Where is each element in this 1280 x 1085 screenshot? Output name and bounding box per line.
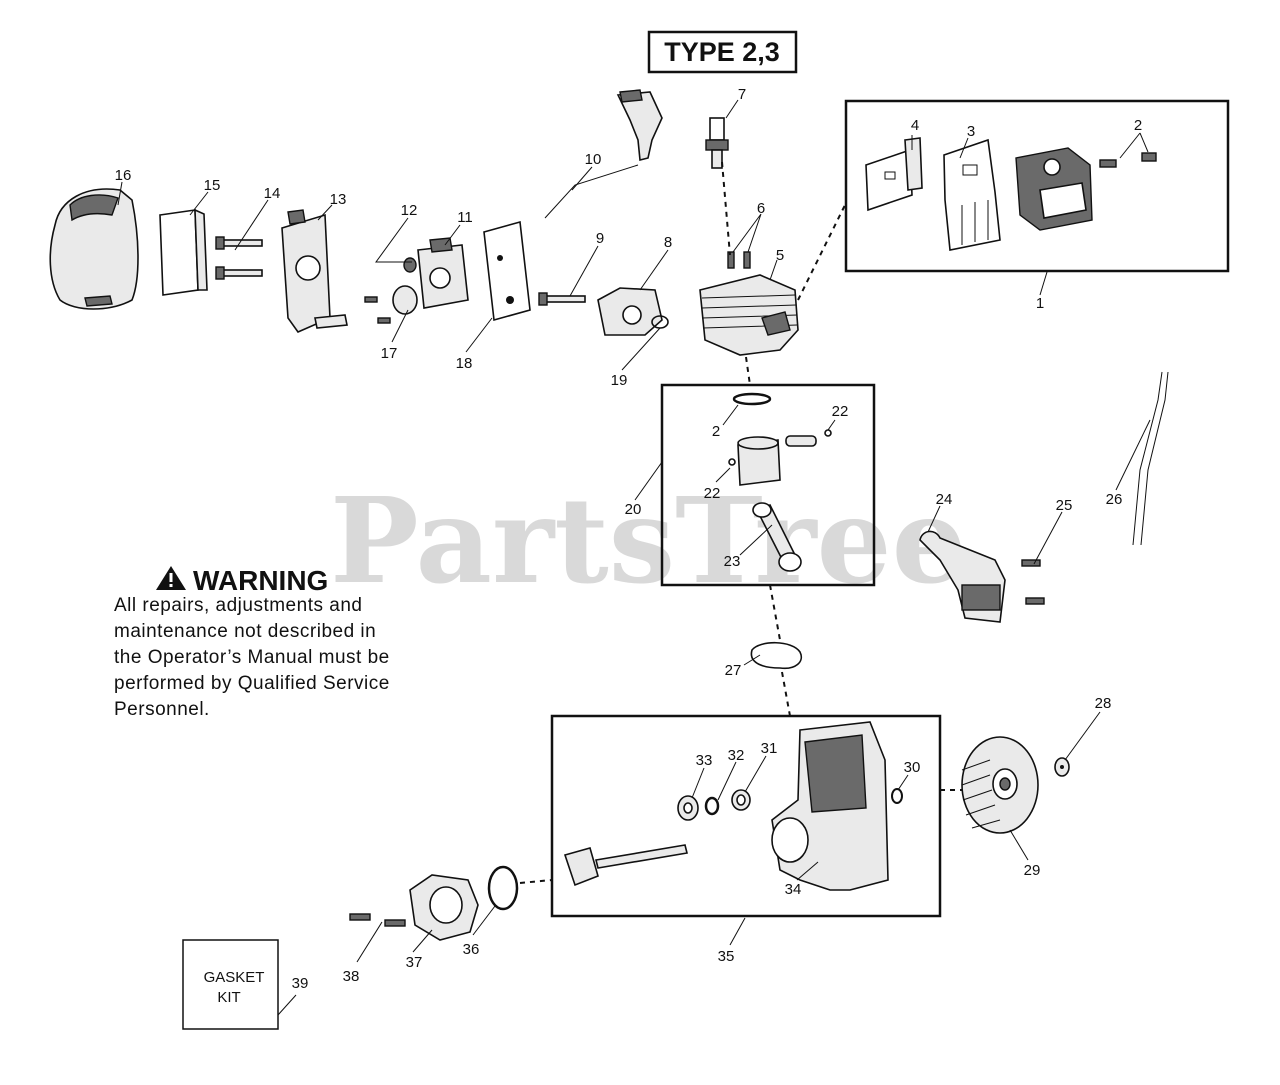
svg-text:17: 17: [381, 345, 398, 362]
bearing-31: [731, 789, 751, 811]
flywheel: [961, 736, 1039, 834]
svg-text:GASKET: GASKET: [204, 969, 265, 986]
housing-o-ring: [487, 865, 519, 911]
heat-shield: [865, 137, 923, 212]
svg-text:Personnel.: Personnel.: [114, 699, 210, 720]
seal-33: [677, 795, 699, 821]
ignition-coil: [919, 530, 1006, 623]
svg-text:32: 32: [728, 747, 745, 764]
svg-text:18: 18: [456, 355, 473, 372]
svg-text:28: 28: [1095, 695, 1112, 712]
type-label: TYPE 2,3: [647, 30, 798, 74]
svg-text:8: 8: [664, 234, 672, 251]
carb-gasket: [483, 220, 531, 322]
svg-text:20: 20: [625, 501, 642, 518]
air-filter-cover: [49, 188, 139, 310]
piston-clip-left: [728, 458, 736, 466]
carb-screws: [364, 296, 391, 324]
svg-text:25: 25: [1056, 497, 1073, 514]
svg-text:31: 31: [761, 740, 778, 757]
seal-30: [891, 788, 903, 804]
svg-text:36: 36: [463, 941, 480, 958]
svg-text:WARNING: WARNING: [193, 565, 328, 596]
svg-text:39: 39: [292, 975, 309, 992]
leader-lines: [117, 99, 1151, 1016]
piston-ring: [732, 392, 772, 406]
svg-text:14: 14: [264, 185, 281, 202]
watermark: PartsTree: [330, 471, 967, 610]
svg-text:maintenance not described in: maintenance not described in: [114, 621, 376, 642]
svg-text:9: 9: [596, 230, 604, 247]
svg-text:22: 22: [832, 403, 849, 420]
throttle-rod: [544, 164, 639, 219]
spark-plug: [705, 117, 729, 169]
gasket-kit-box: GASKET KIT: [182, 939, 279, 1030]
svg-text:10: 10: [585, 151, 602, 168]
connecting-rod: [752, 502, 802, 572]
svg-text:26: 26: [1106, 491, 1123, 508]
kill-wire: [1132, 371, 1169, 546]
svg-text:7: 7: [738, 86, 746, 103]
svg-text:All repairs, adjustments and: All repairs, adjustments and: [114, 595, 362, 616]
svg-text:15: 15: [204, 177, 221, 194]
svg-text:38: 38: [343, 968, 360, 985]
callout-numbers: 1 2 2 3 4 5 6 7 8 9 10 11 12 13 14 15 16…: [115, 86, 1143, 992]
svg-text:37: 37: [406, 954, 423, 971]
svg-text:2: 2: [712, 423, 720, 440]
svg-text:29: 29: [1024, 862, 1041, 879]
air-filter-base: [281, 209, 348, 333]
svg-text:16: 16: [115, 167, 132, 184]
cylinder-screws: [727, 251, 751, 269]
svg-text:23: 23: [724, 553, 741, 570]
svg-text:35: 35: [718, 948, 735, 965]
svg-text:4: 4: [911, 117, 919, 134]
piston-pin: [785, 435, 817, 447]
svg-text:19: 19: [611, 372, 628, 389]
intake-manifold: [597, 287, 663, 336]
flywheel-washer: [1054, 757, 1070, 777]
bearing-housing: [409, 874, 479, 941]
svg-text:24: 24: [936, 491, 953, 508]
svg-text:6: 6: [757, 200, 765, 217]
svg-text:3: 3: [967, 123, 975, 140]
piston: [737, 436, 781, 486]
piston-clip-right: [824, 429, 832, 437]
svg-text:27: 27: [725, 662, 742, 679]
crankcase-assembly-box: [550, 714, 942, 918]
air-filter: [159, 208, 208, 296]
cylinder: [699, 274, 799, 356]
intake-screw: [538, 292, 586, 306]
svg-text:TYPE 2,3: TYPE 2,3: [664, 37, 780, 67]
muffler: [1015, 147, 1093, 231]
svg-text:5: 5: [776, 247, 784, 264]
svg-text:1: 1: [1036, 295, 1044, 312]
bearing-32: [704, 796, 720, 816]
throttle-lever: [616, 89, 663, 162]
muffler-gasket: [943, 138, 1001, 251]
svg-text:33: 33: [696, 752, 713, 769]
piston-assembly-box: [660, 383, 876, 587]
crankshaft: [563, 844, 688, 887]
svg-text:2: 2: [1134, 117, 1142, 134]
svg-text:performed by Qualified Service: performed by Qualified Service: [114, 673, 390, 694]
svg-text:11: 11: [457, 209, 473, 226]
coil-screws: [1021, 559, 1045, 605]
svg-text:the Operator’s Manual must be: the Operator’s Manual must be: [114, 647, 390, 668]
svg-text:12: 12: [401, 202, 418, 219]
crankcase: [771, 721, 889, 891]
housing-screws: [349, 913, 406, 927]
svg-text:KIT: KIT: [217, 989, 240, 1006]
muffler-assembly-box: [844, 99, 1230, 273]
svg-text:22: 22: [704, 485, 721, 502]
muffler-screws: [1099, 152, 1157, 168]
svg-text:30: 30: [904, 759, 921, 776]
warning-icon: [156, 566, 186, 590]
crankcase-gasket: [750, 641, 802, 670]
assembly-lines: [519, 161, 962, 884]
carburetor: [392, 237, 469, 315]
warning-block: WARNING All repairs, adjustments and mai…: [114, 565, 390, 720]
svg-text:34: 34: [785, 881, 802, 898]
svg-text:13: 13: [330, 191, 347, 208]
